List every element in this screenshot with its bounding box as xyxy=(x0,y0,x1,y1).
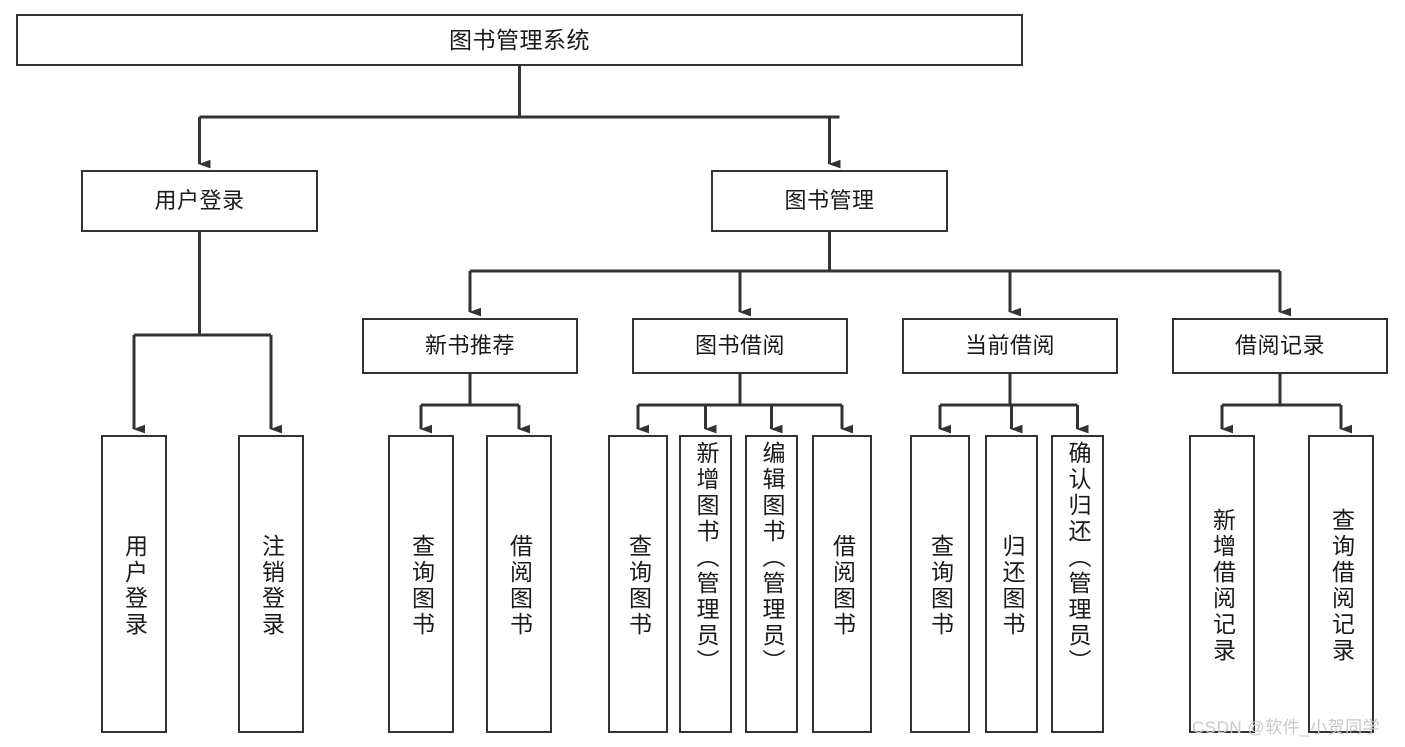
node-label: 确认归还（管理员） xyxy=(1065,441,1091,675)
csdn-watermark: CSDN @软件_小贺同学 xyxy=(1192,718,1381,737)
node-book-borrow[interactable]: 图书借阅 xyxy=(632,318,848,374)
node-label: 查询图书 xyxy=(408,534,435,638)
node-label: 图书管理 xyxy=(784,188,875,214)
node-label: 查询图书 xyxy=(625,534,652,638)
node-label: 查询图书 xyxy=(927,534,954,638)
node-label: 新书推荐 xyxy=(424,333,515,359)
node-label: 注销登录 xyxy=(258,534,285,638)
node-label: 图书借阅 xyxy=(694,333,785,359)
node-label: 当前借阅 xyxy=(964,333,1055,359)
node-label: 借阅记录 xyxy=(1234,333,1325,359)
leaf-user-login[interactable]: 用户登录 xyxy=(101,435,167,733)
leaf-query-book-borrow[interactable]: 查询图书 xyxy=(608,435,668,733)
node-label: 编辑图书（管理员） xyxy=(759,441,785,675)
leaf-return-book[interactable]: 归还图书 xyxy=(985,435,1038,733)
node-borrow-record[interactable]: 借阅记录 xyxy=(1172,318,1388,374)
node-label: 新增借阅记录 xyxy=(1209,508,1236,664)
node-label: 借阅图书 xyxy=(506,534,533,638)
node-label: 用户登录 xyxy=(154,188,245,214)
node-label: 用户登录 xyxy=(121,534,148,638)
node-label: 借阅图书 xyxy=(829,534,856,638)
node-label: 查询借阅记录 xyxy=(1328,508,1355,664)
node-label: 归还图书 xyxy=(999,534,1025,638)
leaf-add-book-admin[interactable]: 新增图书（管理员） xyxy=(679,435,732,733)
leaf-query-book-recommend[interactable]: 查询图书 xyxy=(388,435,454,733)
leaf-add-borrow-record[interactable]: 新增借阅记录 xyxy=(1189,435,1255,733)
node-book-management[interactable]: 图书管理 xyxy=(711,170,948,232)
leaf-borrow-book-recommend[interactable]: 借阅图书 xyxy=(486,435,552,733)
node-current-borrow[interactable]: 当前借阅 xyxy=(902,318,1118,374)
leaf-query-borrow-record[interactable]: 查询借阅记录 xyxy=(1308,435,1374,733)
leaf-confirm-return-admin[interactable]: 确认归还（管理员） xyxy=(1051,435,1104,733)
node-label: 新增图书（管理员） xyxy=(693,441,719,675)
node-label: 图书管理系统 xyxy=(449,26,590,53)
node-new-book-recommend[interactable]: 新书推荐 xyxy=(362,318,578,374)
leaf-user-logout[interactable]: 注销登录 xyxy=(238,435,304,733)
leaf-edit-book-admin[interactable]: 编辑图书（管理员） xyxy=(745,435,798,733)
leaf-query-book-current[interactable]: 查询图书 xyxy=(910,435,970,733)
node-root-book-management-system[interactable]: 图书管理系统 xyxy=(16,14,1023,66)
leaf-borrow-book-borrow[interactable]: 借阅图书 xyxy=(812,435,872,733)
node-user-login[interactable]: 用户登录 xyxy=(81,170,318,232)
